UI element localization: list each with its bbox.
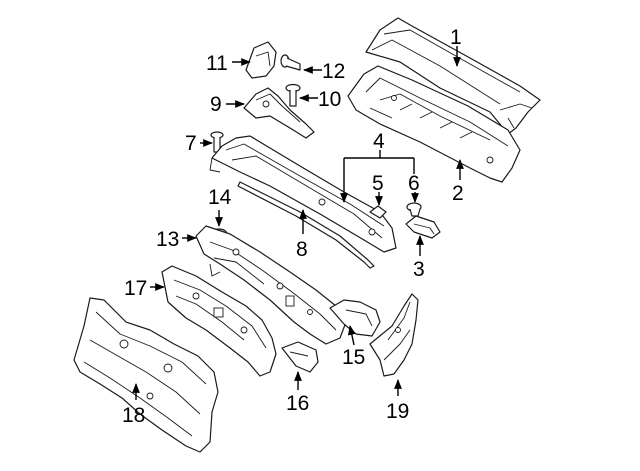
- callout-2: 2: [452, 182, 464, 205]
- part-17-dash-panel-lower: [161, 265, 277, 377]
- callout-15: 15: [342, 346, 365, 369]
- callout-4: 4: [373, 130, 385, 153]
- callout-5: 5: [372, 172, 384, 195]
- callout-18: 18: [122, 404, 145, 427]
- callout-13: 13: [156, 228, 179, 251]
- part-13-dash-panel-upper: [195, 225, 347, 345]
- part-1-cowl-top-panel: [365, 17, 541, 135]
- part-10-bolt: [285, 83, 301, 107]
- leader-lines: [132, 46, 464, 400]
- callout-10: 10: [318, 88, 341, 111]
- callout-8: 8: [296, 238, 308, 261]
- part-9-bracket: [243, 87, 315, 139]
- part-12-bolt: [280, 54, 301, 71]
- part-6-grommet: [406, 202, 422, 217]
- part-19-side-panel: [369, 293, 419, 377]
- callout-9: 9: [210, 93, 222, 116]
- callout-14: 14: [208, 186, 232, 209]
- part-5-clip: [369, 205, 387, 219]
- part-18-dash-insulator: [73, 297, 219, 453]
- callout-3: 3: [413, 258, 425, 281]
- callout-1: 1: [450, 26, 462, 49]
- part-16-bracket: [281, 341, 319, 373]
- callout-7: 7: [185, 132, 197, 155]
- callout-6: 6: [408, 172, 420, 195]
- part-4-cowl-top: [209, 135, 397, 253]
- callout-16: 16: [286, 392, 309, 415]
- callout-17: 17: [124, 277, 147, 300]
- part-11-bracket: [245, 41, 277, 79]
- callout-11: 11: [206, 52, 228, 75]
- part-3-seal: [405, 215, 441, 239]
- callout-labels: 1 2 3 4 5 6 7 8 9 10 11 12 13 14 15 16 1…: [122, 26, 464, 427]
- callout-19: 19: [386, 400, 409, 423]
- part-8-weatherstrip: [237, 181, 375, 269]
- callout-12: 12: [322, 60, 345, 83]
- part-2-cowl-lower-panel: [347, 65, 521, 183]
